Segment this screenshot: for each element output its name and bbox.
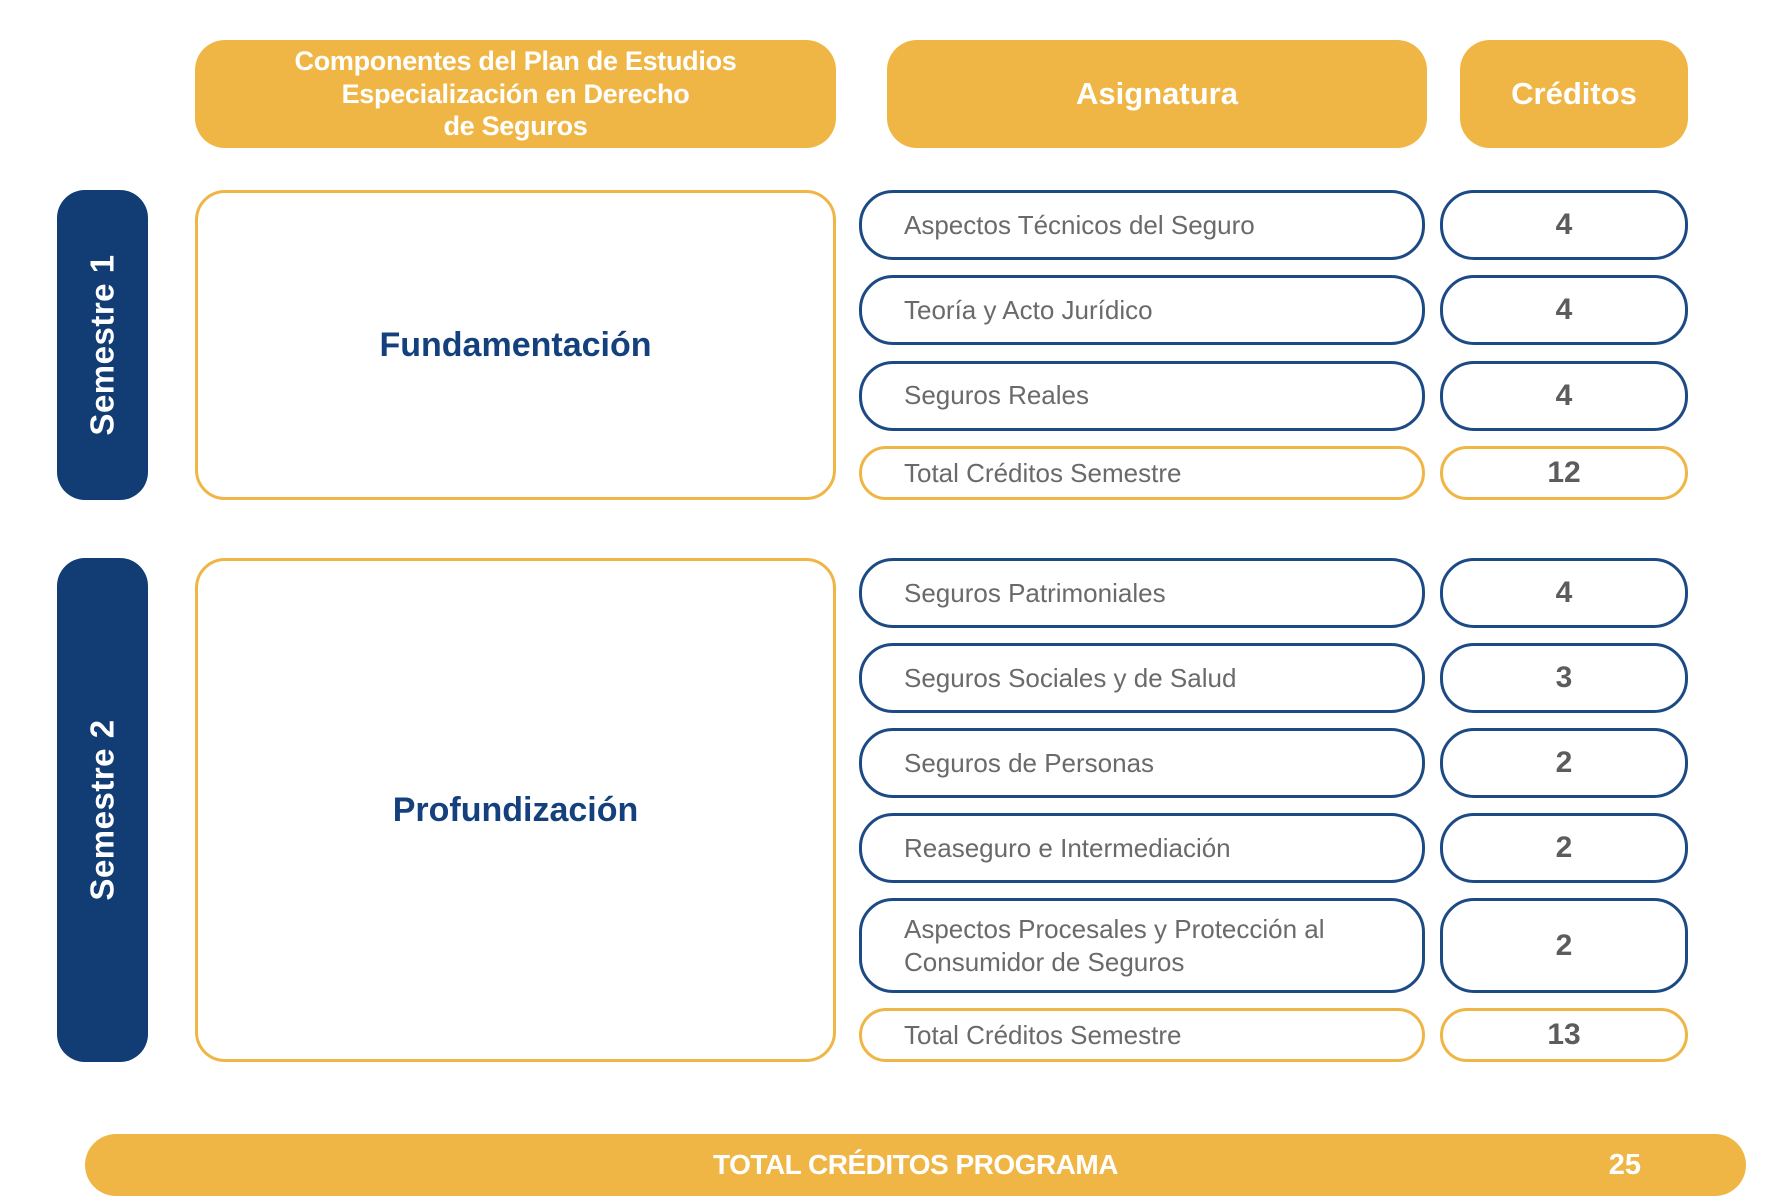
- subject-cell: Teoría y Acto Jurídico: [859, 275, 1425, 346]
- semester-1-rows: Aspectos Técnicos del Seguro 4 Teoría y …: [859, 190, 1688, 500]
- credit-cell: 4: [1440, 190, 1688, 260]
- semester-1-label: Semestre 1: [83, 254, 121, 436]
- table-row: Aspectos Procesales y Protección al Cons…: [859, 898, 1688, 993]
- credit-cell: 2: [1440, 898, 1688, 993]
- subject-cell: Seguros Patrimoniales: [859, 558, 1425, 628]
- header-components-pill: Componentes del Plan de Estudios Especia…: [195, 40, 836, 148]
- total-label-cell: Total Créditos Semestre: [859, 445, 1425, 500]
- table-row: Seguros Sociales y de Salud 3: [859, 643, 1688, 713]
- program-total-value: 25: [1608, 1148, 1641, 1181]
- semester-total-row: Total Créditos Semestre 13: [859, 1008, 1688, 1062]
- semester-total-row: Total Créditos Semestre 12: [859, 445, 1688, 500]
- header-right-group: Asignatura Créditos: [859, 40, 1688, 148]
- semester-2-rows: Seguros Patrimoniales 4 Seguros Sociales…: [859, 558, 1688, 1062]
- header-asignatura-pill: Asignatura: [887, 40, 1427, 148]
- subject-cell: Aspectos Procesales y Protección al Cons…: [859, 898, 1425, 993]
- table-row: Seguros Patrimoniales 4: [859, 558, 1688, 628]
- table-row: Seguros Reales 4: [859, 360, 1688, 431]
- component-label: Fundamentación: [379, 325, 652, 364]
- component-box-fundamentacion: Fundamentación: [195, 190, 836, 500]
- program-total-bar: TOTAL CRÉDITOS PROGRAMA 25: [85, 1134, 1746, 1196]
- table-row: Aspectos Técnicos del Seguro 4: [859, 190, 1688, 260]
- header-creditos-pill: Créditos: [1460, 40, 1688, 148]
- total-credits-cell: 13: [1440, 1008, 1688, 1062]
- table-row: Reaseguro e Intermediación 2: [859, 813, 1688, 883]
- total-label-cell: Total Créditos Semestre: [859, 1008, 1425, 1062]
- semester-1-pill: Semestre 1: [57, 190, 148, 500]
- semester-2-pill: Semestre 2: [57, 558, 148, 1062]
- subject-cell: Reaseguro e Intermediación: [859, 813, 1425, 883]
- program-total-label: TOTAL CRÉDITOS PROGRAMA: [713, 1149, 1118, 1180]
- semester-2-section: Semestre 2 Profundización Seguros Patrim…: [57, 558, 1688, 1062]
- credit-cell: 2: [1440, 728, 1688, 798]
- table-row: Teoría y Acto Jurídico 4: [859, 275, 1688, 346]
- subject-cell: Seguros Reales: [859, 360, 1425, 431]
- subject-cell: Seguros de Personas: [859, 728, 1425, 798]
- header-row: Componentes del Plan de Estudios Especia…: [57, 40, 1688, 148]
- credit-cell: 2: [1440, 813, 1688, 883]
- semester-2-label: Semestre 2: [83, 719, 121, 901]
- component-label: Profundización: [392, 790, 639, 829]
- credit-cell: 4: [1440, 360, 1688, 431]
- semester-1-section: Semestre 1 Fundamentación Aspectos Técni…: [57, 190, 1688, 500]
- table-row: Seguros de Personas 2: [859, 728, 1688, 798]
- subject-cell: Seguros Sociales y de Salud: [859, 643, 1425, 713]
- credit-cell: 3: [1440, 643, 1688, 713]
- total-credits-cell: 12: [1440, 445, 1688, 500]
- component-box-profundizacion: Profundización: [195, 558, 836, 1062]
- credit-cell: 4: [1440, 558, 1688, 628]
- subject-cell: Aspectos Técnicos del Seguro: [859, 190, 1425, 260]
- credit-cell: 4: [1440, 275, 1688, 346]
